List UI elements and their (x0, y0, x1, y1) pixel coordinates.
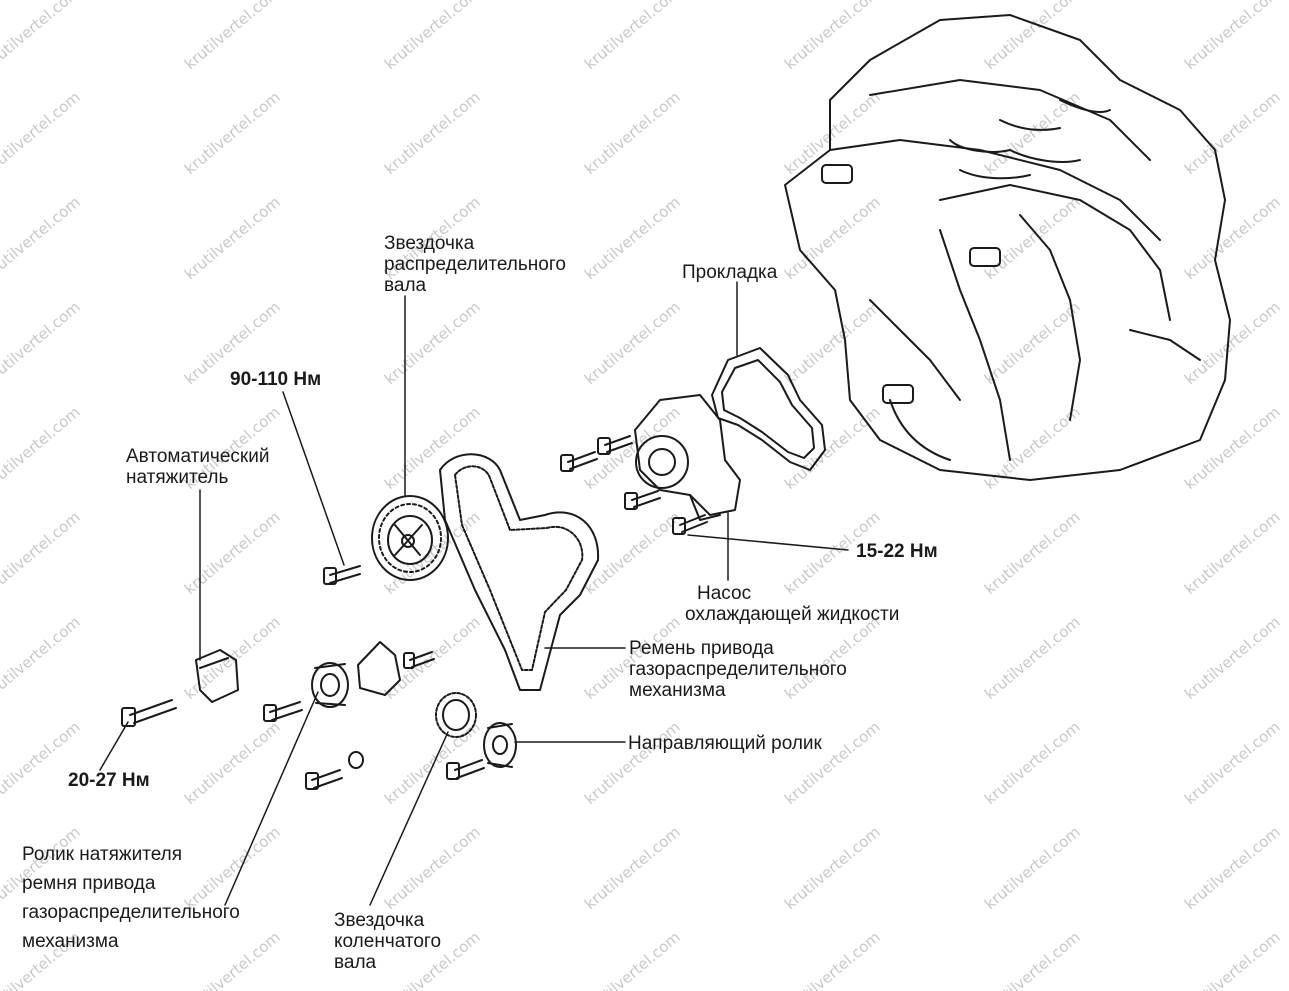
watermark-text: krutilvertel.com (0, 718, 84, 808)
label-line: вала (384, 275, 427, 296)
watermark-text: krutilvertel.com (0, 0, 84, 73)
watermark-text: krutilvertel.com (381, 718, 484, 808)
watermark-text: krutilvertel.com (1181, 718, 1284, 808)
gasket-illustration (711, 347, 826, 471)
watermark-text: krutilvertel.com (581, 718, 684, 808)
label-line: газораспределительного (629, 659, 847, 680)
watermark-text: krutilvertel.com (581, 928, 684, 991)
watermark-text: krutilvertel.com (981, 823, 1084, 913)
label-line: охлаждающей жидкости (685, 604, 900, 625)
watermark-text: krutilvertel.com (181, 508, 284, 598)
label-line: ремня привода (22, 873, 156, 894)
idler-pulley-illustration (483, 722, 517, 768)
watermark-text: krutilvertel.com (781, 928, 884, 991)
tensioner-bracket-illustration (357, 641, 401, 696)
watermark-text: krutilvertel.com (381, 0, 484, 73)
watermark-text: krutilvertel.com (0, 403, 84, 493)
timing-belt-illustration (439, 453, 600, 691)
watermark-text: krutilvertel.com (0, 88, 84, 178)
watermark-text: krutilvertel.com (181, 88, 284, 178)
label-gasket: Прокладка (682, 262, 778, 283)
camshaft-sprocket-illustration (371, 495, 449, 581)
bolts-illustration (121, 435, 708, 790)
watermark-text: krutilvertel.com (1181, 928, 1284, 991)
label-line: механизма (22, 931, 119, 952)
watermark-text: krutilvertel.com (1181, 0, 1284, 73)
label-coolant-pump: Насос охлаждающей жидкости (685, 583, 899, 625)
watermark-text: krutilvertel.com (781, 403, 884, 493)
watermark-text: krutilvertel.com (981, 613, 1084, 703)
label-camshaft-sprocket: Звездочка распределительного вала (384, 233, 566, 296)
coolant-pump-illustration (634, 394, 741, 521)
engine-block-illustration (784, 14, 1231, 481)
watermark-text: krutilvertel.com (1181, 508, 1284, 598)
watermark-text: krutilvertel.com (181, 193, 284, 283)
watermark-text: krutilvertel.com (0, 193, 84, 283)
watermark-text: krutilvertel.com (981, 298, 1084, 388)
crankshaft-sprocket-illustration (435, 692, 477, 738)
watermark-text: krutilvertel.com (981, 508, 1084, 598)
label-auto-tensioner: Автоматический натяжитель (126, 446, 269, 488)
watermark-text: krutilvertel.com (1181, 613, 1284, 703)
watermark-text: krutilvertel.com (581, 403, 684, 493)
tensioner-pulley-illustration (311, 662, 349, 708)
watermark-text: krutilvertel.com (781, 298, 884, 388)
watermark-text: krutilvertel.com (981, 193, 1084, 283)
label-line: Ролик натяжителя (22, 844, 183, 865)
label-torque-camshaft: 90-110 Нм (230, 369, 322, 390)
watermark-text: krutilvertel.com (381, 88, 484, 178)
watermark-text: krutilvertel.com (1181, 403, 1284, 493)
watermark-text: krutilvertel.com (0, 613, 84, 703)
auto-tensioner-illustration (195, 649, 239, 703)
watermark-text: krutilvertel.com (381, 298, 484, 388)
watermark-text: krutilvertel.com (581, 508, 684, 598)
label-line: газораспределительного (22, 902, 240, 923)
watermark-text: krutilvertel.com (381, 403, 484, 493)
watermark-text: krutilvertel.com (181, 0, 284, 73)
label-idler-pulley: Направляющий ролик (628, 733, 822, 754)
label-torque-tensioner: 20-27 Нм (68, 770, 150, 791)
watermark-text: krutilvertel.com (781, 718, 884, 808)
leader-lines (99, 281, 849, 906)
label-torque-pump: 15-22 Нм (856, 541, 938, 562)
watermark-text: krutilvertel.com (981, 928, 1084, 991)
watermark-text: krutilvertel.com (181, 718, 284, 808)
watermark-text: krutilvertel.com (581, 0, 684, 73)
watermark-text: krutilvertel.com (981, 718, 1084, 808)
watermark-text: krutilvertel.com (1181, 193, 1284, 283)
watermark-text: krutilvertel.com (581, 823, 684, 913)
watermark-text: krutilvertel.com (581, 88, 684, 178)
label-line: Звездочка (384, 233, 475, 254)
label-line: коленчатого (334, 931, 442, 952)
watermark-text: krutilvertel.com (0, 298, 84, 388)
label-tensioner-pulley: Ролик натяжителя ремня привода газораспр… (22, 840, 240, 956)
watermark-text: krutilvertel.com (1181, 88, 1284, 178)
watermark-text: krutilvertel.com (1181, 823, 1284, 913)
label-timing-belt: Ремень привода газораспределительного ме… (629, 638, 847, 701)
label-line: Автоматический (126, 446, 270, 467)
label-line: натяжитель (126, 467, 229, 488)
label-crank-sprocket: Звездочка коленчатого вала (334, 910, 441, 973)
watermark-text: krutilvertel.com (0, 508, 84, 598)
label-line: механизма (629, 680, 726, 701)
label-line: Насос (697, 583, 752, 604)
watermark-text: krutilvertel.com (381, 823, 484, 913)
label-line: Звездочка (334, 910, 425, 931)
watermark-text: krutilvertel.com (1181, 298, 1284, 388)
watermark-text: krutilvertel.com (581, 298, 684, 388)
label-line: распределительного (384, 254, 566, 275)
label-line: вала (334, 952, 377, 973)
watermark-text: krutilvertel.com (581, 193, 684, 283)
watermark-text: krutilvertel.com (781, 823, 884, 913)
label-line: Ремень привода (629, 638, 774, 659)
